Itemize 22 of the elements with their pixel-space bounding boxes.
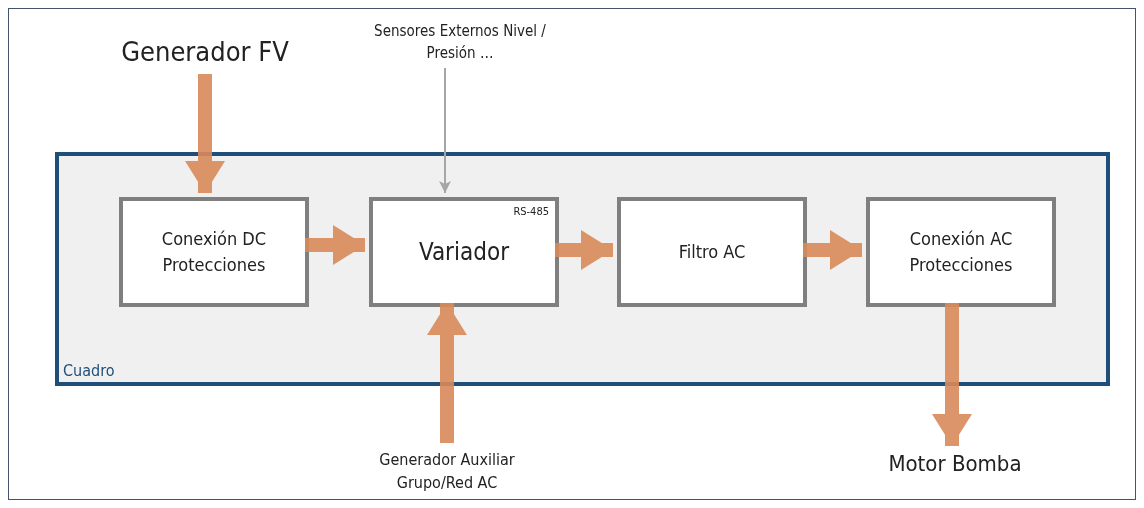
port-label: RS-485 — [513, 205, 549, 218]
process-box — [866, 197, 1056, 307]
arrow — [932, 303, 972, 446]
process-box — [369, 197, 559, 307]
enclosure-panel — [55, 152, 1110, 386]
arrow — [185, 74, 225, 193]
box-label: Filtro AC — [677, 239, 747, 264]
arrow — [439, 67, 451, 194]
box-label: Conexión DC Protecciones — [160, 226, 268, 277]
external-label: Sensores Externos Nivel / Presión … — [373, 21, 547, 64]
arrow — [305, 225, 365, 265]
external-label: Generador FV — [120, 35, 290, 70]
process-box — [617, 197, 807, 307]
arrow — [803, 230, 862, 270]
box-label: Variador — [418, 236, 510, 268]
group-label: Cuadro — [63, 361, 115, 380]
arrow — [427, 303, 467, 443]
arrow — [555, 230, 613, 270]
external-label: Generador Auxiliar Grupo/Red AC — [378, 448, 516, 494]
box-label: Conexión AC Protecciones — [908, 226, 1014, 277]
process-box — [119, 197, 309, 307]
external-label: Motor Bomba — [887, 450, 1023, 479]
